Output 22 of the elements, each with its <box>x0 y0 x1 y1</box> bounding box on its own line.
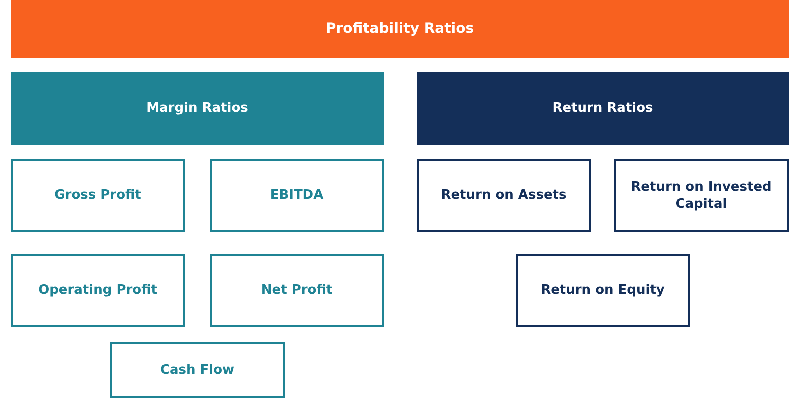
ratio-label: Cash Flow <box>159 362 236 378</box>
ratio-box <box>11 159 185 232</box>
category-header <box>417 72 789 145</box>
ratio-label: Net Profit <box>260 282 334 299</box>
banner-title: Profitability Ratios <box>324 20 476 38</box>
category-title: Return Ratios <box>552 100 654 117</box>
ratio-label: Return on Assets <box>440 187 568 204</box>
ratio-box <box>110 342 285 398</box>
ratio-label: EBITDA <box>269 187 325 204</box>
ratio-label: Return on Equity <box>540 282 666 299</box>
ratio-label: Return on Invested Capital <box>630 178 773 212</box>
ratio-box <box>516 254 690 327</box>
ratio-box <box>417 159 591 232</box>
ratio-box <box>614 159 789 232</box>
ratio-box <box>11 254 185 327</box>
category-title: Margin Ratios <box>146 100 250 117</box>
ratio-label: Operating Profit <box>38 282 158 299</box>
ratio-box <box>210 159 384 232</box>
ratio-label: Gross Profit <box>54 187 142 204</box>
ratio-box <box>210 254 384 327</box>
title-banner <box>11 0 789 58</box>
category-header <box>11 72 384 145</box>
